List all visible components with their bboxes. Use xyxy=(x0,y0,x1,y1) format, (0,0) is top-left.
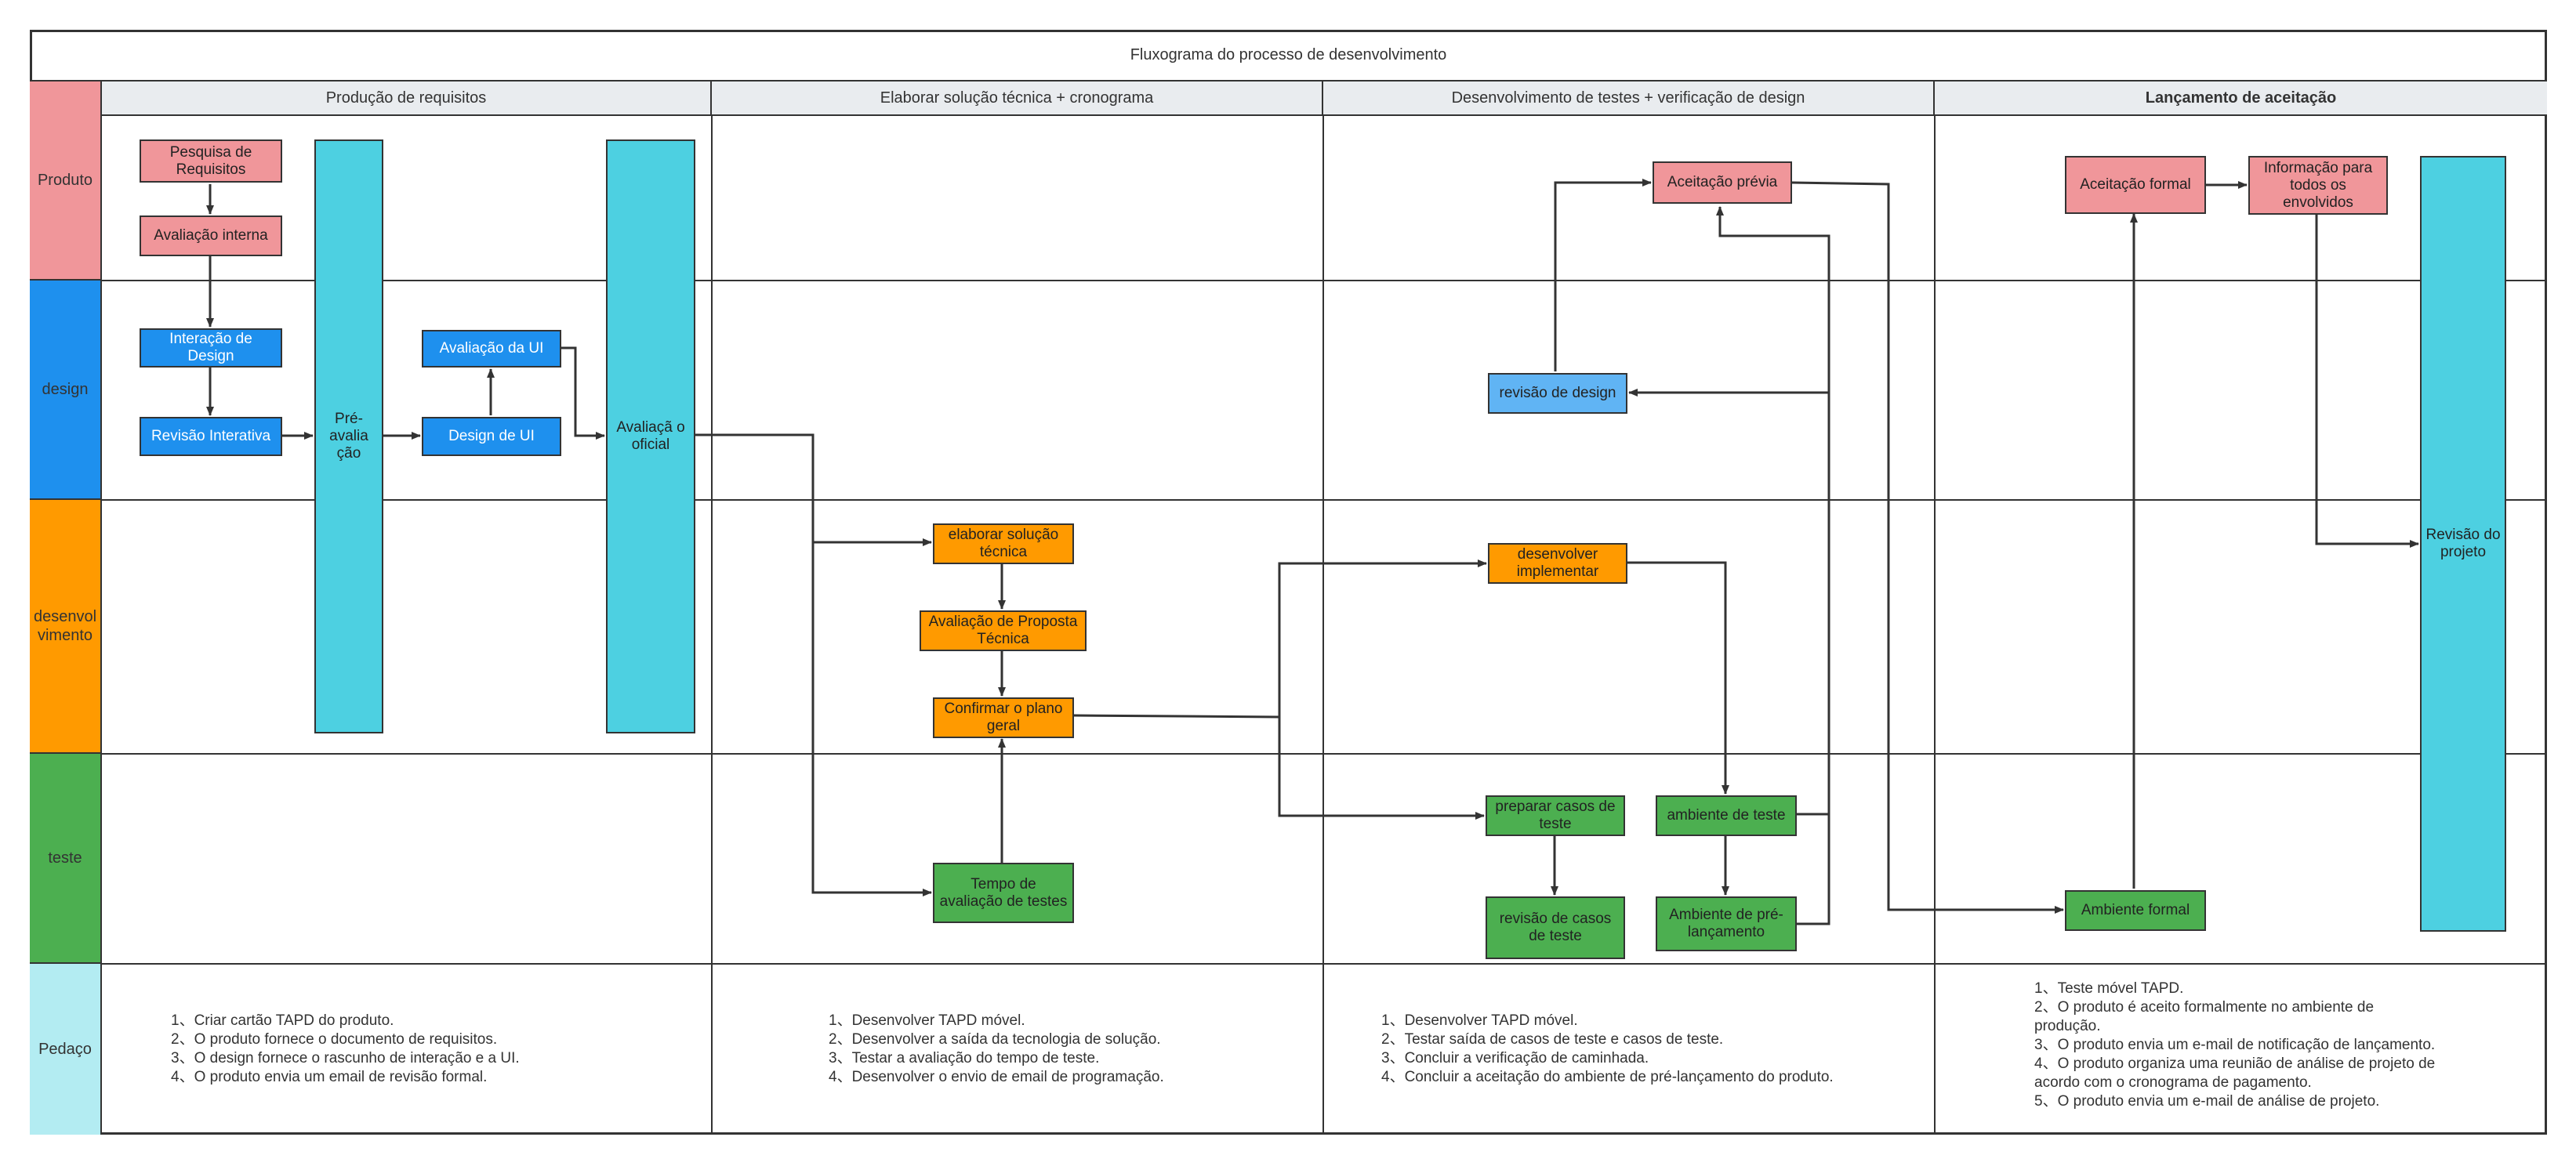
node-avaliacao-ui[interactable]: Avaliação da UI xyxy=(422,330,561,368)
note-line: 4、Concluir a aceitação do ambiente de pr… xyxy=(1381,1069,1834,1085)
node-ambiente-pre-lancamento[interactable]: Ambiente de pré- lançamento xyxy=(1656,896,1797,951)
node-revisao-casos[interactable]: revisão de casos de teste xyxy=(1486,896,1625,959)
column-header-testes: Desenvolvimento de testes + verificação … xyxy=(1323,81,1935,116)
notes-col4: 1、Teste móvel TAPD. 2、O produto é aceito… xyxy=(2034,980,2435,1111)
lane-label-produto: Produto xyxy=(30,81,102,281)
note-line: 2、O produto é aceito formalmente no ambi… xyxy=(2034,999,2375,1016)
note-line: 3、Testar a avaliação do tempo de teste. xyxy=(829,1050,1100,1066)
note-line: 4、O produto envia um email de revisão fo… xyxy=(171,1069,488,1085)
node-confirmar-plano[interactable]: Confirmar o plano geral xyxy=(933,697,1074,738)
note-line: 4、Desenvolver o envio de email de progra… xyxy=(829,1069,1164,1085)
column-divider xyxy=(1934,116,1936,1135)
node-aceitacao-previa[interactable]: Aceitação prévia xyxy=(1653,161,1792,204)
node-preparar-casos[interactable]: preparar casos de teste xyxy=(1486,795,1625,836)
node-revisao-design[interactable]: revisão de design xyxy=(1488,373,1627,414)
lane-divider xyxy=(102,499,2547,501)
note-line: 1、Desenvolver TAPD móvel. xyxy=(829,1012,1025,1029)
note-line: 5、O produto envia um e-mail de análise d… xyxy=(2034,1093,2380,1110)
node-elaborar-solucao[interactable]: elaborar solução técnica xyxy=(933,523,1074,564)
column-header-lancamento: Lançamento de aceitação xyxy=(1935,81,2547,116)
column-header-requisitos: Produção de requisitos xyxy=(102,81,712,116)
note-line: 3、O produto envia um e-mail de notificaç… xyxy=(2034,1037,2436,1053)
note-line: 2、Testar saída de casos de teste e casos… xyxy=(1381,1031,1724,1048)
note-line: 3、O design fornece o rascunho de interaç… xyxy=(171,1050,520,1066)
notes-col3: 1、Desenvolver TAPD móvel. 2、Testar saída… xyxy=(1381,1012,1834,1087)
node-desenvolver-implementar[interactable]: desenvolver implementar xyxy=(1488,543,1627,584)
note-line: acordo com o cronograma de pagamento. xyxy=(2034,1074,2312,1091)
node-pesquisa-requisitos[interactable]: Pesquisa de Requisitos xyxy=(140,139,282,183)
lane-divider xyxy=(102,280,2547,281)
notes-col1: 1、Criar cartão TAPD do produto. 2、O prod… xyxy=(171,1012,520,1087)
note-line: 2、O produto fornece o documento de requi… xyxy=(171,1031,498,1048)
node-pre-avaliacao[interactable]: Pré- avalia ção xyxy=(314,139,383,733)
note-line: 1、Teste móvel TAPD. xyxy=(2034,980,2184,997)
lane-label-pedaco: Pedaço xyxy=(30,964,102,1135)
node-aceitacao-formal[interactable]: Aceitação formal xyxy=(2065,156,2206,214)
note-line: produção. xyxy=(2034,1018,2101,1034)
note-line: 1、Criar cartão TAPD do produto. xyxy=(171,1012,394,1029)
lane-divider xyxy=(102,753,2547,755)
lane-divider xyxy=(102,963,2547,965)
note-line: 2、Desenvolver a saída da tecnologia de s… xyxy=(829,1031,1161,1048)
lane-label-design: design xyxy=(30,281,102,500)
column-header-solucao-tecnica: Elaborar solução técnica + cronograma xyxy=(712,81,1323,116)
lane-label-teste: teste xyxy=(30,754,102,964)
node-avaliacao-oficial[interactable]: Avaliaçã o oficial xyxy=(606,139,695,733)
node-ambiente-formal[interactable]: Ambiente formal xyxy=(2065,890,2206,931)
node-design-ui[interactable]: Design de UI xyxy=(422,417,561,456)
node-avaliacao-proposta[interactable]: Avaliação de Proposta Técnica xyxy=(920,610,1087,651)
node-informacao-todos[interactable]: Informação para todos os envolvidos xyxy=(2248,156,2388,215)
node-revisao-interativa[interactable]: Revisão Interativa xyxy=(140,417,282,456)
lane-label-desenvolvimento: desenvol vimento xyxy=(30,500,102,754)
node-avaliacao-interna[interactable]: Avaliação interna xyxy=(140,215,282,256)
node-revisao-projeto[interactable]: Revisão do projeto xyxy=(2420,156,2506,932)
column-divider xyxy=(1322,116,1324,1135)
note-line: 3、Concluir a verificação de caminhada. xyxy=(1381,1050,1649,1066)
diagram-title: Fluxograma do processo de desenvolviment… xyxy=(30,30,2547,81)
note-line: 1、Desenvolver TAPD móvel. xyxy=(1381,1012,1578,1029)
node-ambiente-teste[interactable]: ambiente de teste xyxy=(1656,795,1797,836)
notes-col2: 1、Desenvolver TAPD móvel. 2、Desenvolver … xyxy=(829,1012,1164,1087)
node-interacao-design[interactable]: Interação de Design xyxy=(140,328,282,368)
node-tempo-avaliacao[interactable]: Tempo de avaliação de testes xyxy=(933,863,1074,923)
note-line: 4、O produto organiza uma reunião de anál… xyxy=(2034,1056,2436,1072)
column-divider xyxy=(711,116,713,1135)
